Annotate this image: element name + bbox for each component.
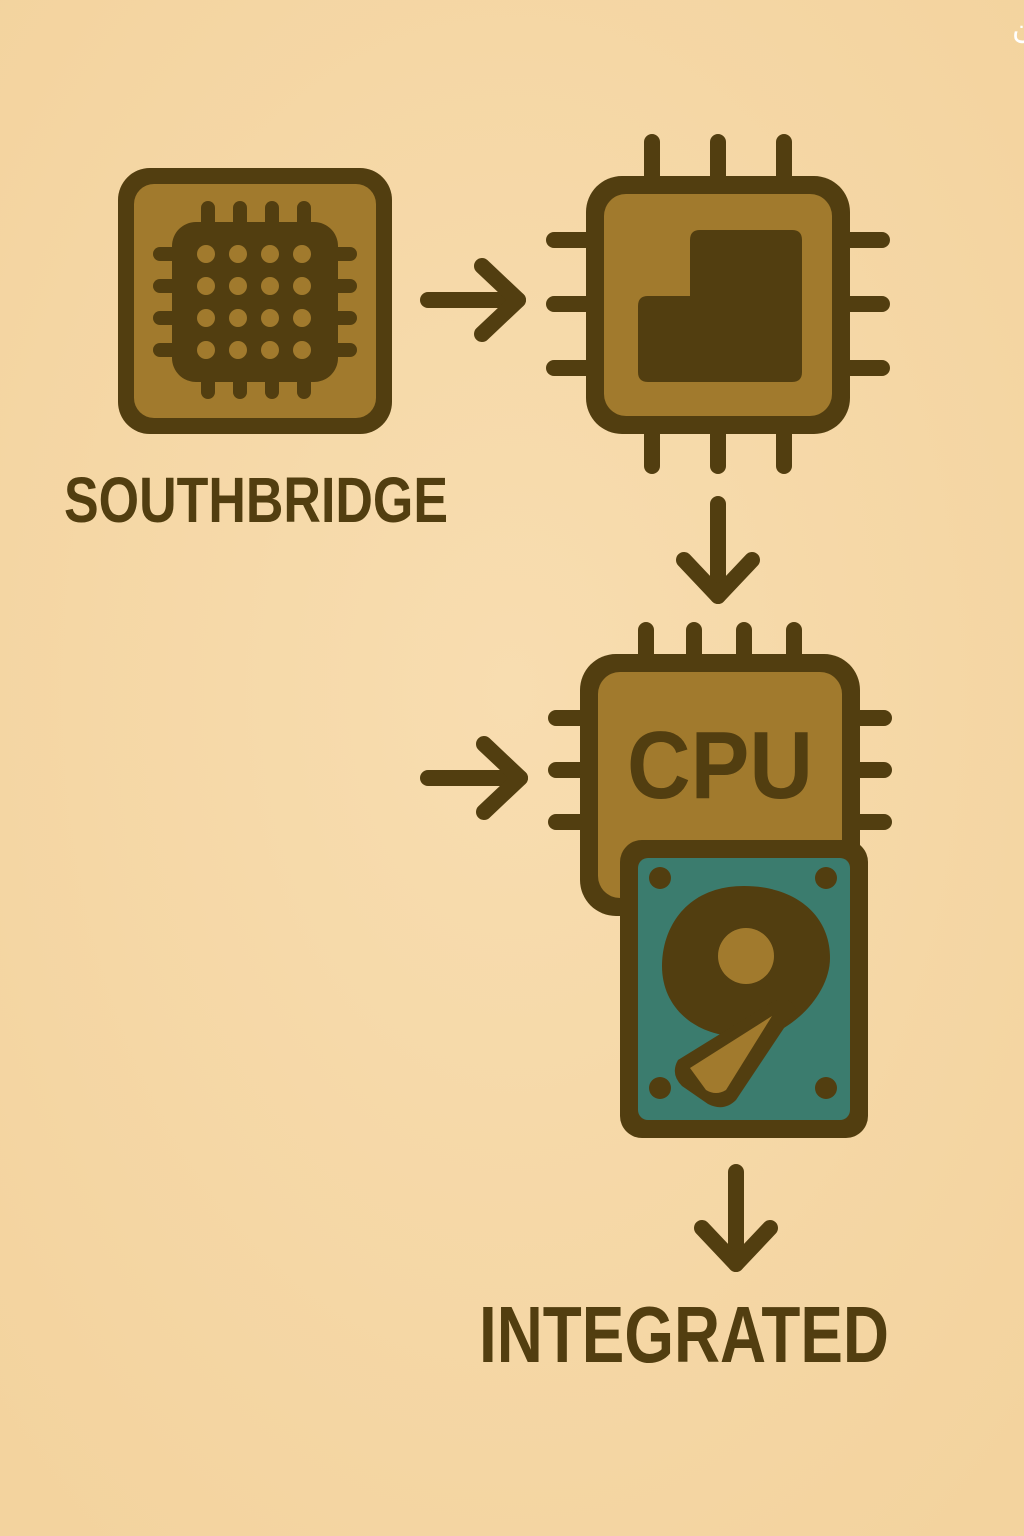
middle-chip-icon: [546, 134, 890, 474]
cpu-label: CPU: [627, 712, 813, 819]
arrow-right-icon-1: [420, 258, 526, 342]
southbridge-label: SOUTHBRIDGE: [64, 464, 448, 536]
integrated-label: INTEGRATED: [479, 1290, 889, 1379]
hard-drive-icon: [620, 840, 868, 1138]
arrow-right-icon-2: [420, 736, 528, 820]
arrow-down-icon-1: [676, 496, 760, 604]
arrow-down-icon-2: [694, 1164, 778, 1272]
southbridge-chip-icon: [118, 168, 392, 434]
watermark-text: داستان من: [1012, 9, 1024, 44]
